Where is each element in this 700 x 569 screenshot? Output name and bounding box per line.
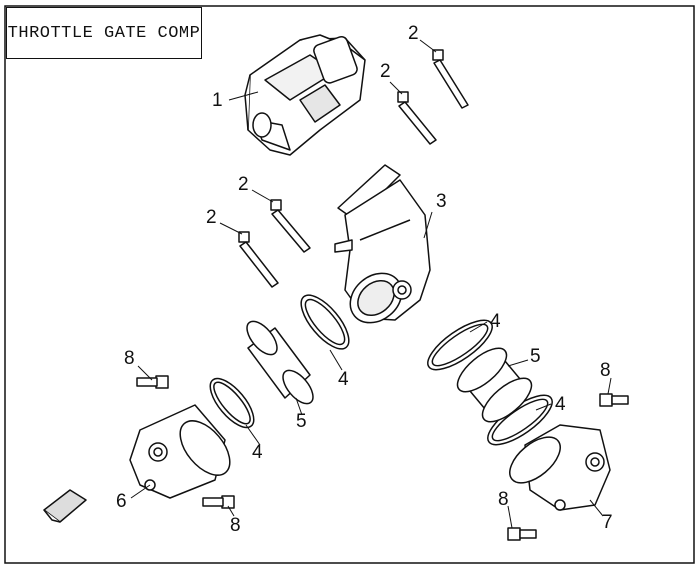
outer-border [4, 5, 695, 564]
callout-2: 2 [238, 174, 249, 195]
part-8-bolt-d [507, 527, 537, 541]
callout-7: 7 [602, 512, 613, 533]
part-4-clamp-c [209, 377, 255, 429]
callout-8: 8 [230, 515, 241, 536]
callout-8: 8 [600, 360, 611, 381]
callout-2: 2 [380, 61, 391, 82]
part-2-bolt-d [238, 231, 279, 288]
part-7-intake-boot-right [509, 424, 611, 511]
part-5-coupler-b [456, 347, 533, 423]
callout-leaders [130, 39, 612, 529]
callout-4: 4 [490, 311, 501, 332]
part-4-clamp-b [427, 319, 493, 371]
part-8-bolt-a [136, 375, 169, 389]
part-4-clamp-d [487, 394, 553, 446]
title-box: THROTTLE GATE COMP [6, 7, 202, 59]
callout-5: 5 [530, 346, 541, 367]
front-direction-arrow [43, 489, 87, 523]
callout-4: 4 [252, 442, 263, 463]
callout-4: 4 [338, 369, 349, 390]
callout-8: 8 [498, 489, 509, 510]
part-2-bolt-c [270, 199, 311, 253]
callout-4: 4 [555, 394, 566, 415]
diagram-title: THROTTLE GATE COMP [7, 23, 201, 43]
callout-2: 2 [408, 23, 419, 44]
part-1-throttle-body [244, 34, 366, 156]
callout-1: 1 [212, 90, 223, 111]
callout-5: 5 [296, 411, 307, 432]
part-2-bolt-b [397, 91, 437, 145]
part-4-clamp-a [300, 294, 350, 350]
part-3-intake-elbow [334, 164, 431, 324]
part-8-bolt-c [202, 495, 235, 509]
part-8-bolt-b [599, 393, 629, 407]
part-6-intake-boot-left [129, 404, 231, 499]
callout-8: 8 [124, 348, 135, 369]
callout-2: 2 [206, 207, 217, 228]
callout-3: 3 [436, 191, 447, 212]
callout-6: 6 [116, 491, 127, 512]
part-5-coupler-a [246, 320, 314, 405]
part-2-bolt-a [432, 49, 469, 109]
